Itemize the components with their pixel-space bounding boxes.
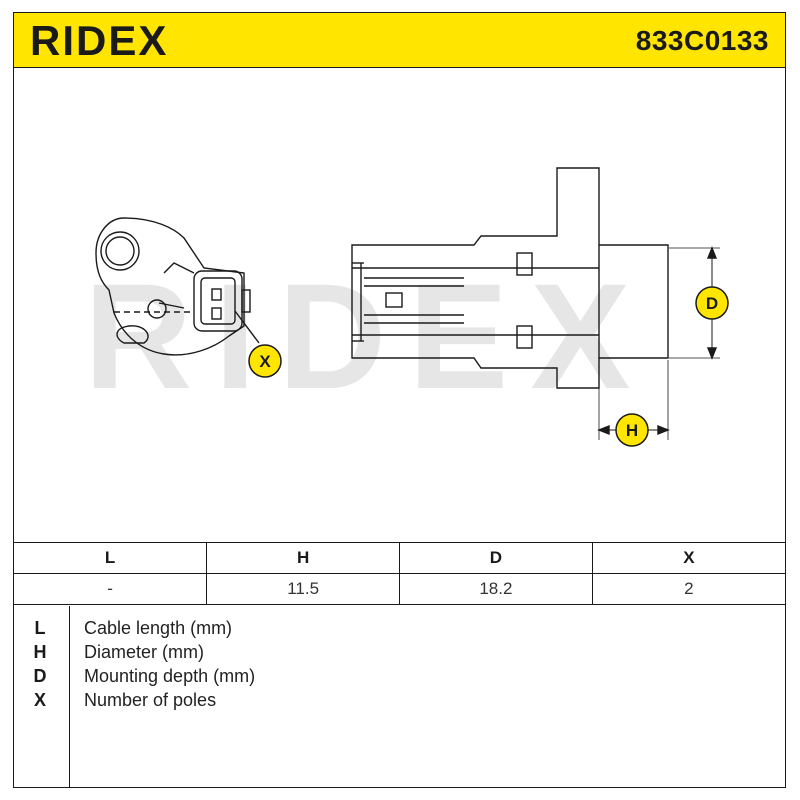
legend-divider [69, 606, 70, 787]
datasheet: RIDEX 833C0133 RIDEX [13, 12, 786, 788]
legend-description: Cable length (mm) [84, 618, 233, 638]
legend-row: H Diameter (mm) [14, 642, 785, 666]
sensor-drawing: RIDEX [84, 167, 729, 447]
side-view [95, 217, 260, 356]
legend-key: H [33, 642, 47, 662]
part-number: 833C0133 [635, 25, 769, 56]
brand-logo: RIDEX [30, 21, 168, 59]
value-x: 2 [591, 573, 785, 605]
column-header-l: L [14, 542, 207, 574]
value-l: - [14, 573, 207, 605]
badge-d-label: D [706, 294, 718, 313]
legend: L Cable length (mm) H Diameter (mm) D Mo… [14, 606, 785, 787]
legend-description: Diameter (mm) [84, 642, 204, 662]
header-bar: RIDEX 833C0133 [14, 13, 785, 68]
dimension-badge-h: H [615, 413, 649, 447]
badge-h-label: H [626, 421, 638, 440]
column-header-d: D [399, 542, 593, 574]
column-header-h: H [206, 542, 400, 574]
front-view [351, 167, 720, 440]
watermark: RIDEX [84, 252, 652, 420]
brand-logo-text: RIDEX [30, 21, 168, 59]
legend-key: X [33, 690, 46, 710]
legend-row: D Mounting depth (mm) [14, 666, 785, 690]
dimension-badge-x: X [248, 344, 282, 378]
value-h: 11.5 [206, 573, 400, 605]
column-header-x: X [591, 542, 785, 574]
technical-drawing: RIDEX [14, 68, 785, 542]
legend-key: L [34, 618, 46, 638]
badge-x-label: X [259, 352, 271, 371]
value-d: 18.2 [399, 573, 593, 605]
dimensions-value-row: - 11.5 18.2 2 [14, 573, 785, 605]
legend-description: Number of poles [84, 690, 217, 710]
dimension-badge-d: D [695, 286, 729, 320]
dimensions-table: L H D X - 11.5 18.2 2 [14, 542, 785, 605]
legend-key: D [33, 666, 47, 686]
legend-row: L Cable length (mm) [14, 618, 785, 642]
legend-row: X Number of poles [14, 690, 785, 714]
dimensions-header-row: L H D X [14, 542, 785, 574]
legend-description: Mounting depth (mm) [84, 666, 256, 686]
